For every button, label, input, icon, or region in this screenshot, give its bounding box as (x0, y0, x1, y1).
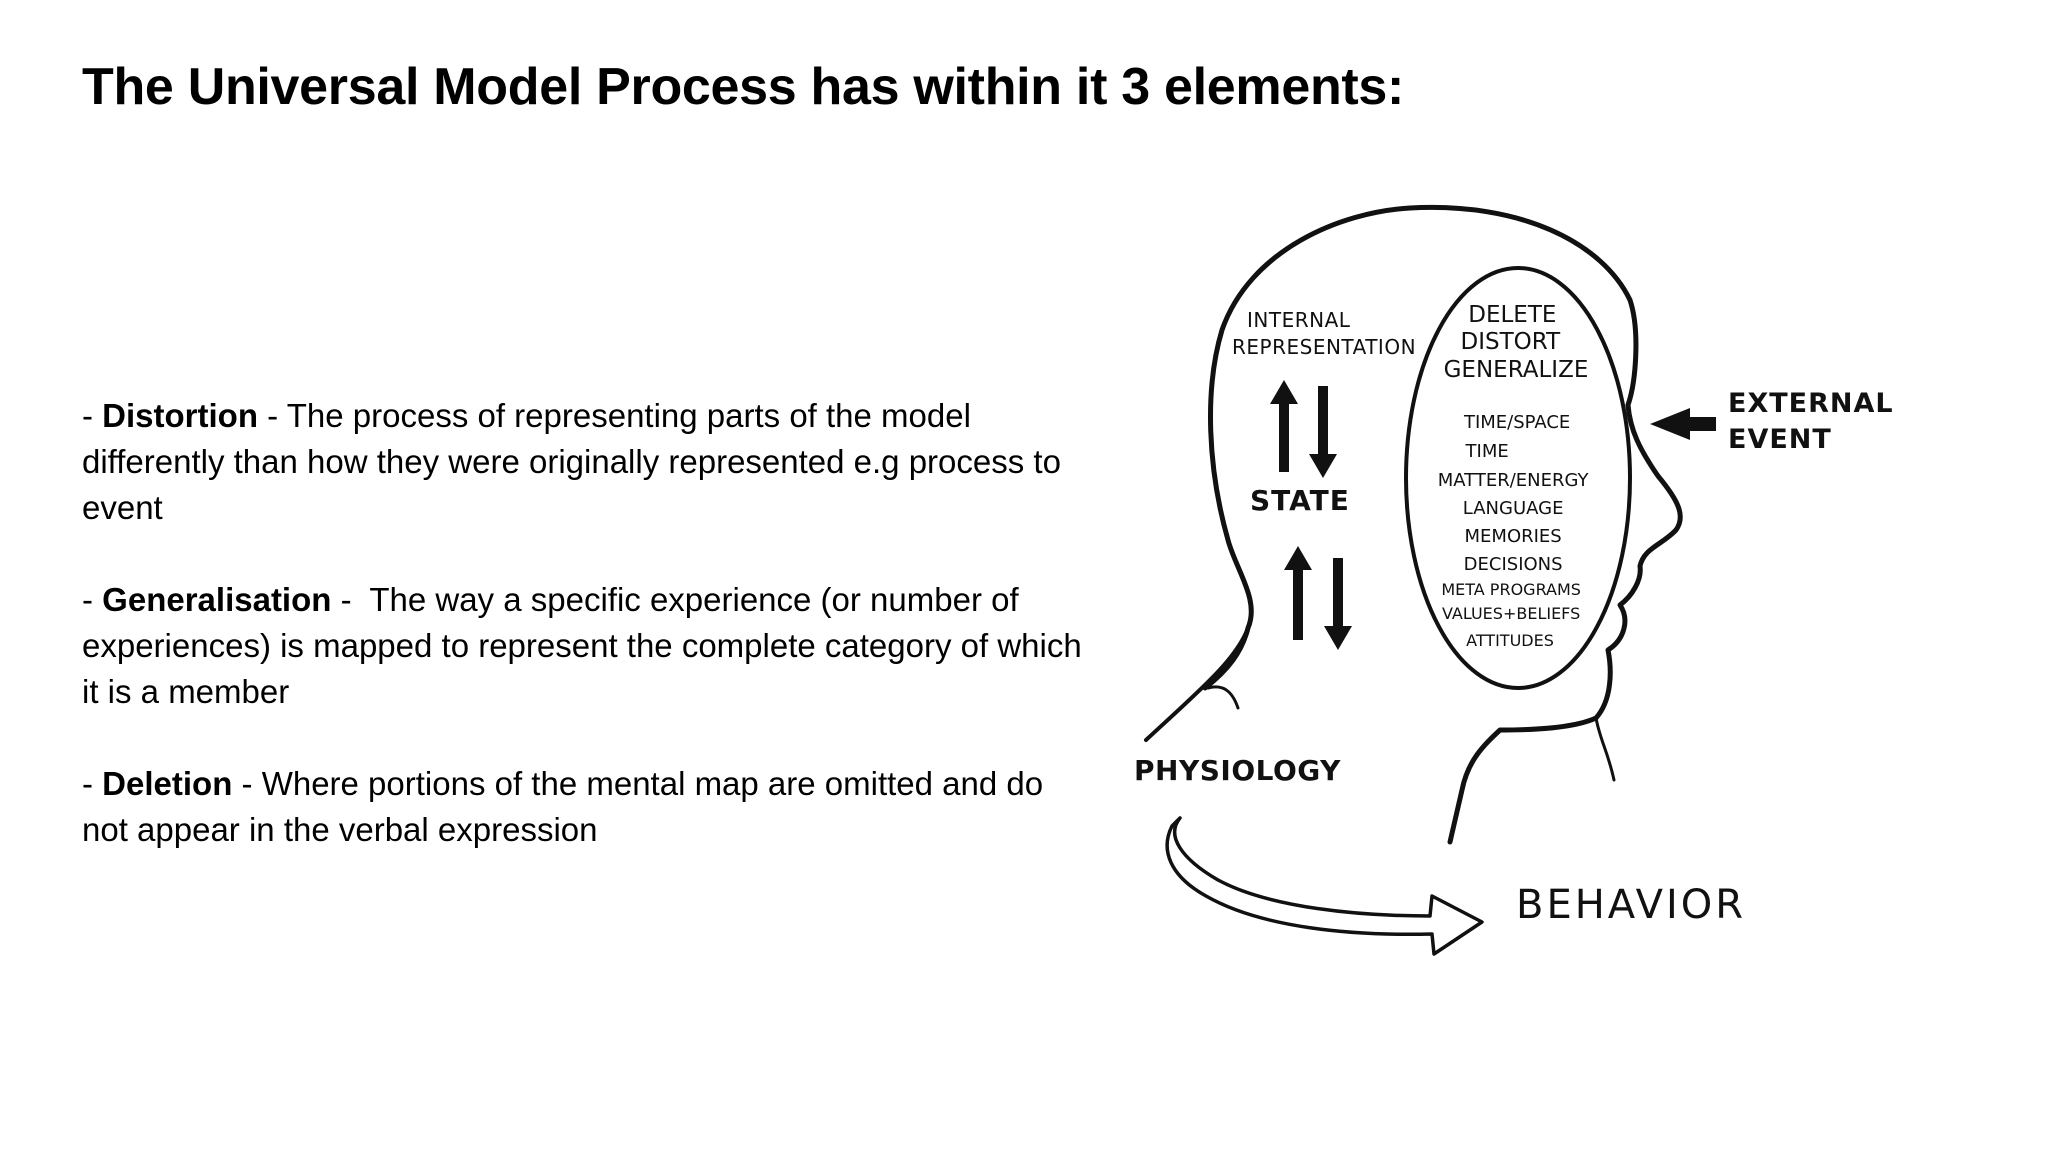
neck-outline (1144, 626, 1250, 742)
bullet-separator: - (331, 581, 370, 618)
external-event-arrow-icon (1650, 408, 1716, 440)
filter-ellipse (1404, 266, 1632, 690)
bullet-prefix: - (82, 397, 103, 434)
bullet-term: Deletion (102, 765, 233, 802)
filter-list: TIME/SPACE TIME MATTER/ENERGY LANGUAGE M… (1438, 412, 1595, 650)
slide-title: The Universal Model Process has within i… (82, 58, 1405, 116)
bullet-deletion: - Deletion - Where portions of the menta… (82, 761, 1092, 853)
arrow-down-icon (1309, 386, 1337, 478)
bullet-prefix: - (82, 765, 103, 802)
arrow-up-icon (1284, 546, 1312, 640)
bullet-text: The way a specific experience (or number… (82, 581, 1082, 710)
bullet-generalisation: - Generalisation - The way a specific ex… (82, 577, 1092, 715)
arrow-down-icon (1324, 558, 1352, 650)
ear-outline (1206, 685, 1240, 710)
behavior-arrow-icon (1165, 816, 1484, 956)
internal-representation-label: INTERNAL REPRESENTATION (1232, 308, 1416, 359)
nlp-communication-model-diagram: INTERNAL REPRESENTATION STATE DELETE DIS… (1134, 204, 1904, 956)
bullet-distortion: - Distortion - The process of representi… (82, 393, 1092, 531)
bullet-text: The process of representing parts of the… (82, 397, 1061, 526)
bullet-prefix: - (82, 581, 103, 618)
bullet-separator: - (232, 765, 262, 802)
state-label: STATE (1250, 484, 1350, 517)
behavior-label: BEHAVIOR (1516, 882, 1746, 928)
chin-outline (1594, 716, 1616, 782)
bullet-list: - Distortion - The process of representi… (82, 393, 1092, 899)
physiology-label: PHYSIOLOGY (1134, 754, 1341, 787)
external-event-label: EXTERNAL EVENT (1728, 388, 1904, 455)
arrow-up-icon (1270, 380, 1298, 472)
filter-process-labels: DELETE DISTORT GENERALIZE (1444, 302, 1589, 383)
bullet-term: Generalisation (102, 581, 332, 618)
bullet-term: Distortion (102, 397, 258, 434)
head-outline (1202, 204, 1683, 845)
bullet-text: Where portions of the mental map are omi… (82, 765, 1044, 848)
bullet-separator: - (258, 397, 287, 434)
